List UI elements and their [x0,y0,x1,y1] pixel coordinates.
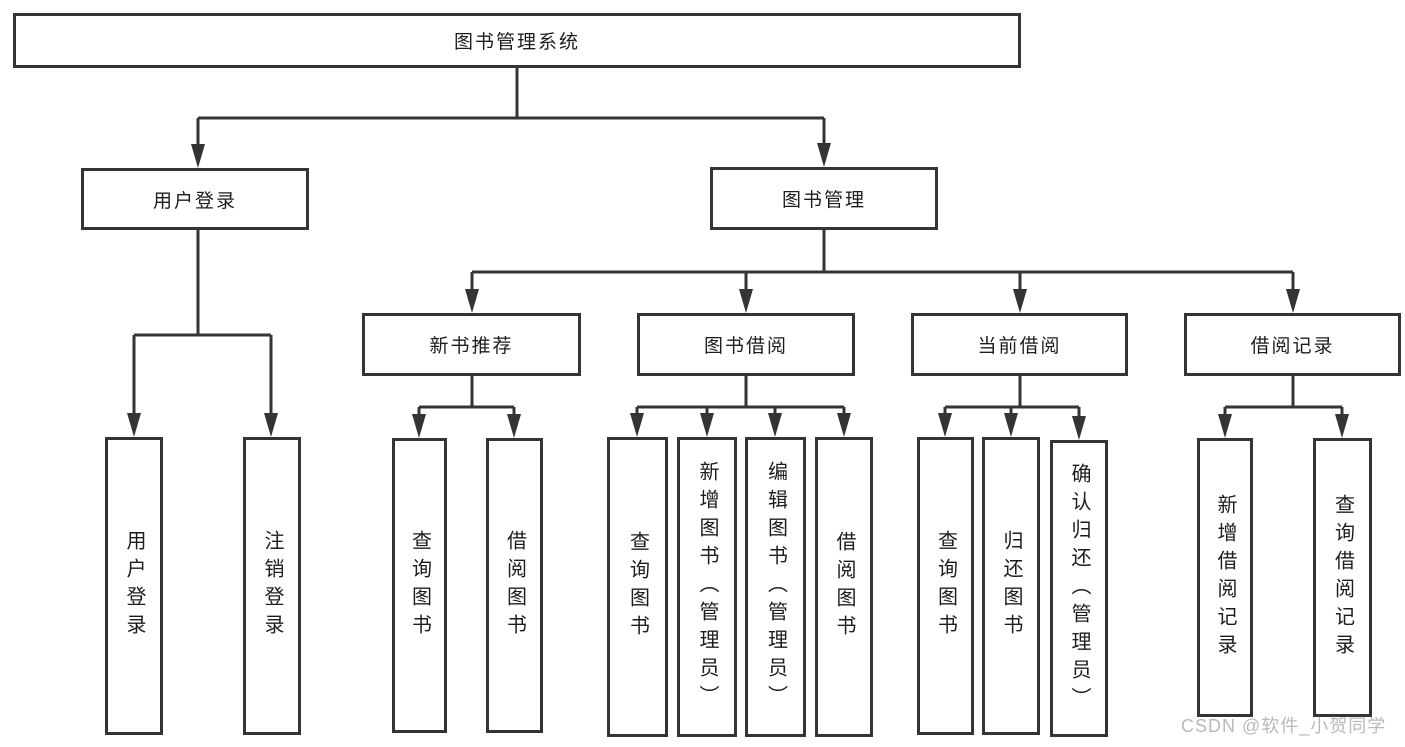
arrowhead [1286,289,1300,313]
leaf-borrow-add-book-admin: 新增图书（管理员） [677,437,737,737]
leaf-user-login: 用户登录 [105,437,163,735]
arrowhead [507,414,521,438]
arrowhead [700,413,714,437]
leaf-new-book-borrow: 借阅图书 [486,438,543,733]
connector-root-to-level2 [196,68,826,150]
csdn-watermark: CSDN @软件_小贺同学 [1181,716,1387,736]
arrowhead [1072,416,1086,440]
leaf-borrow-borrow-book: 借阅图书 [815,437,873,737]
connector-book-borrow-to-leaves [635,376,846,420]
arrowhead [127,413,141,437]
leaf-borrow-edit-book-admin: 编辑图书（管理员） [745,437,806,737]
leaf-record-add: 新增借阅记录 [1197,438,1253,717]
arrowhead [768,413,782,437]
node-book-borrow: 图书借阅 [637,313,855,376]
arrowhead [837,413,851,437]
node-root: 图书管理系统 [13,13,1021,68]
connector-book-management-to-level3 [470,230,1295,297]
arrowhead [412,414,426,438]
leaf-current-query-book: 查询图书 [917,437,974,735]
leaf-borrow-query-book: 查询图书 [607,437,668,737]
arrowheads [127,143,1349,440]
connector-new-book-to-leaves [417,376,516,421]
node-new-book-recommend: 新书推荐 [362,313,581,376]
node-user-login: 用户登录 [81,168,309,230]
leaf-record-query: 查询借阅记录 [1313,438,1372,717]
arrowhead [739,289,753,313]
arrowhead [817,143,831,167]
connector-user-login-to-leaves [132,230,273,419]
leaf-current-return-book: 归还图书 [982,437,1040,735]
node-book-management: 图书管理 [710,167,938,230]
arrowhead [1218,414,1232,438]
connector-borrow-record-to-leaves [1223,376,1344,421]
leaf-logout: 注销登录 [243,437,301,735]
arrowhead [630,413,644,437]
node-current-borrow: 当前借阅 [911,313,1128,376]
arrowhead [1013,289,1027,313]
node-borrow-record: 借阅记录 [1184,313,1401,376]
arrowhead [264,413,278,437]
leaf-new-book-query: 查询图书 [392,438,447,733]
arrowhead [938,413,952,437]
arrowhead [465,289,479,313]
arrowhead [191,144,205,168]
arrowhead [1335,414,1349,438]
leaf-current-confirm-return-admin: 确认归还（管理员） [1050,440,1108,737]
arrowhead [1004,413,1018,437]
